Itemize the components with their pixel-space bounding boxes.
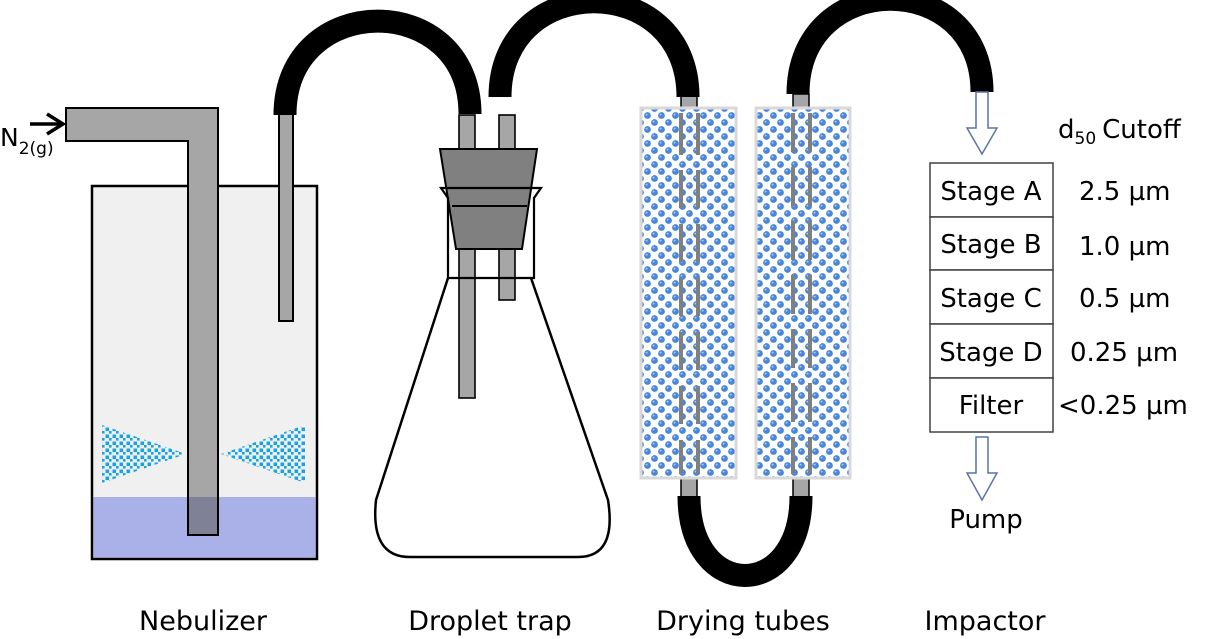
spray-right [221, 425, 305, 483]
stage-b-box [929, 216, 1054, 271]
pump-label: Pump [949, 505, 1023, 535]
cutoff-symbol: d [1058, 115, 1075, 145]
inlet-tube-submerged [189, 497, 217, 534]
stage-c-box [929, 269, 1054, 325]
inlet-tube [65, 107, 219, 536]
droplet-trap [374, 114, 611, 559]
flask-stopper [438, 148, 539, 250]
drying-tube-2-inner-lines [791, 113, 812, 474]
svg-text:N2(g): N2(g) [0, 123, 54, 159]
filter-cutoff: <0.25 µm [1058, 391, 1188, 421]
tubing [273, 0, 994, 587]
stage-d-box [929, 323, 1054, 379]
stage-a-label: Stage A [940, 177, 1041, 207]
nebulizer-label: Nebulizer [139, 606, 268, 637]
drying-tube-2 [754, 106, 852, 480]
tubing-drying-u-bend [677, 495, 813, 587]
flow-arrow-in [965, 91, 999, 156]
stage-c-cutoff: 0.5 µm [1079, 284, 1170, 314]
gas-species: N [0, 123, 19, 152]
drying-tube-1-inner-lines [679, 113, 700, 474]
impactor-stack [929, 162, 1054, 433]
gas-subscript: 2(g) [19, 139, 54, 159]
inlet-arrowhead [46, 112, 67, 136]
spray-left [102, 425, 186, 483]
stage-c-label: Stage C [940, 284, 1042, 314]
filter-box [929, 377, 1054, 433]
stage-d-cutoff: 0.25 µm [1070, 338, 1178, 368]
cutoff-subscript: 50 [1075, 129, 1097, 149]
drying-tube-1 [639, 106, 738, 480]
filter-label: Filter [959, 391, 1024, 421]
drying-tubes-label: Drying tubes [656, 606, 830, 637]
impactor-label: Impactor [925, 606, 1047, 637]
tubing-trap-to-drying [488, 0, 700, 98]
nebulizer [65, 107, 319, 561]
impactor: Stage A Stage B Stage C Stage D Filter 2… [929, 91, 1188, 535]
outlet-tube [278, 111, 294, 322]
stage-a-cutoff: 2.5 µm [1079, 177, 1170, 207]
tubing-nebulizer-to-trap [273, 9, 482, 116]
tubing-drying-to-impactor [786, 0, 994, 95]
stage-d-label: Stage D [939, 338, 1042, 368]
cutoff-text: Cutoff [1102, 115, 1182, 145]
flow-arrow-out [965, 436, 999, 502]
stage-b-label: Stage B [940, 230, 1041, 260]
flask-body [374, 277, 611, 559]
drying-tubes [639, 93, 852, 499]
stage-b-cutoff: 1.0 µm [1079, 232, 1170, 262]
gas-inlet: N2(g) [0, 112, 67, 159]
stage-a-box [929, 162, 1054, 218]
droplet-trap-label: Droplet trap [408, 606, 572, 637]
